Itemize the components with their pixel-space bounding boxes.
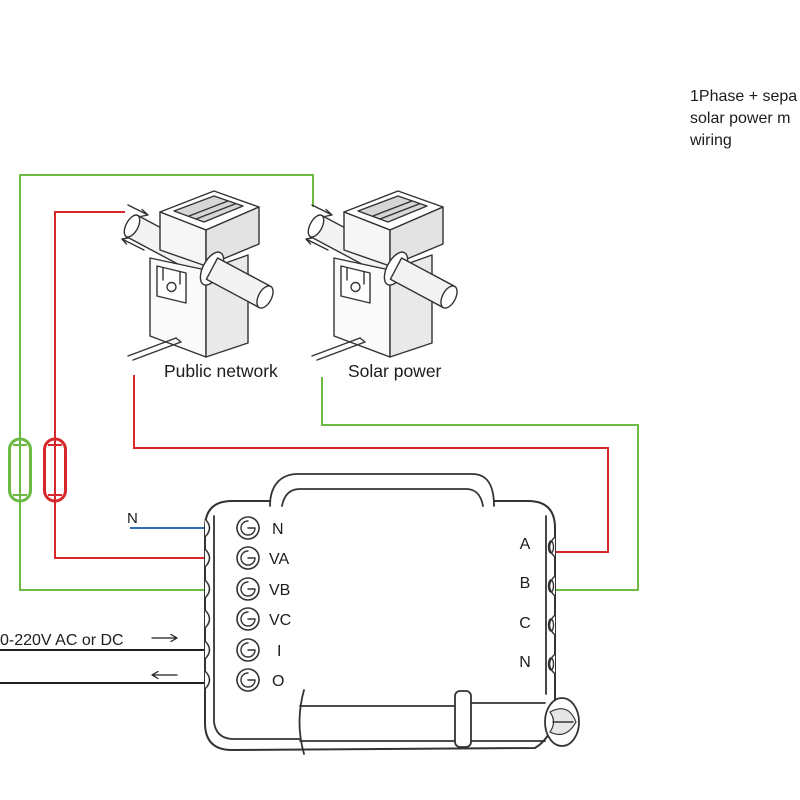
ct-b-signal-wire — [321, 377, 639, 591]
title-line-3: wiring — [689, 132, 732, 149]
title-line-2: solar power m — [690, 110, 790, 127]
title-line-1: 1Phase + sepa — [690, 88, 797, 105]
terminal-screw-vc — [204, 607, 260, 631]
module-body — [204, 500, 556, 751]
terminal-label-o: O — [272, 673, 284, 690]
terminal-screw-n-right — [547, 653, 556, 675]
terminal-label-c: C — [519, 615, 531, 632]
vb-voltage-wire-lower — [19, 501, 207, 591]
va-voltage-wire-upper — [54, 211, 125, 439]
strap-buckle — [454, 690, 472, 748]
terminal-label-vb: VB — [269, 582, 290, 599]
terminal-screw-o — [204, 668, 260, 692]
green-fuse-icon — [8, 437, 32, 503]
va-voltage-wire-lower — [54, 501, 207, 559]
public-network-label: Public network — [164, 361, 278, 381]
solar-power-ct — [304, 190, 462, 361]
terminal-label-i: I — [277, 643, 281, 660]
wires — [0, 174, 639, 684]
red-fuse-icon — [43, 437, 67, 503]
public-network-ct — [120, 190, 278, 361]
terminal-label-a: A — [520, 536, 531, 553]
terminal-label-vc: VC — [269, 612, 291, 629]
module-strap — [299, 705, 459, 742]
terminal-screw-i — [204, 638, 260, 662]
terminal-screw-vb — [204, 577, 260, 601]
terminal-screw-c — [547, 614, 556, 636]
supply-label: 0-220V AC or DC — [0, 632, 124, 649]
vb-voltage-wire-upper — [19, 174, 314, 439]
solar-power-label: Solar power — [348, 361, 442, 381]
ct-a-signal-wire — [133, 375, 609, 553]
neutral-wire-label: N — [127, 510, 138, 527]
terminal-label-n: N — [272, 521, 284, 538]
terminal-label-b: B — [520, 575, 531, 592]
terminal-screw-n — [204, 516, 260, 540]
terminal-label-n-right: N — [519, 654, 531, 671]
arrow-left-icon — [151, 670, 178, 680]
module-top-cap — [269, 473, 495, 507]
arrow-right-icon — [151, 633, 178, 643]
terminal-screw-va — [204, 546, 260, 570]
terminal-screw-a — [547, 536, 556, 558]
terminal-screw-b — [547, 575, 556, 597]
terminal-label-va: VA — [269, 551, 289, 568]
diagram-title: 1Phase + sepa solar power m wiring — [689, 88, 797, 149]
metering-module: N VA VB VC I O A B C N — [204, 473, 580, 755]
